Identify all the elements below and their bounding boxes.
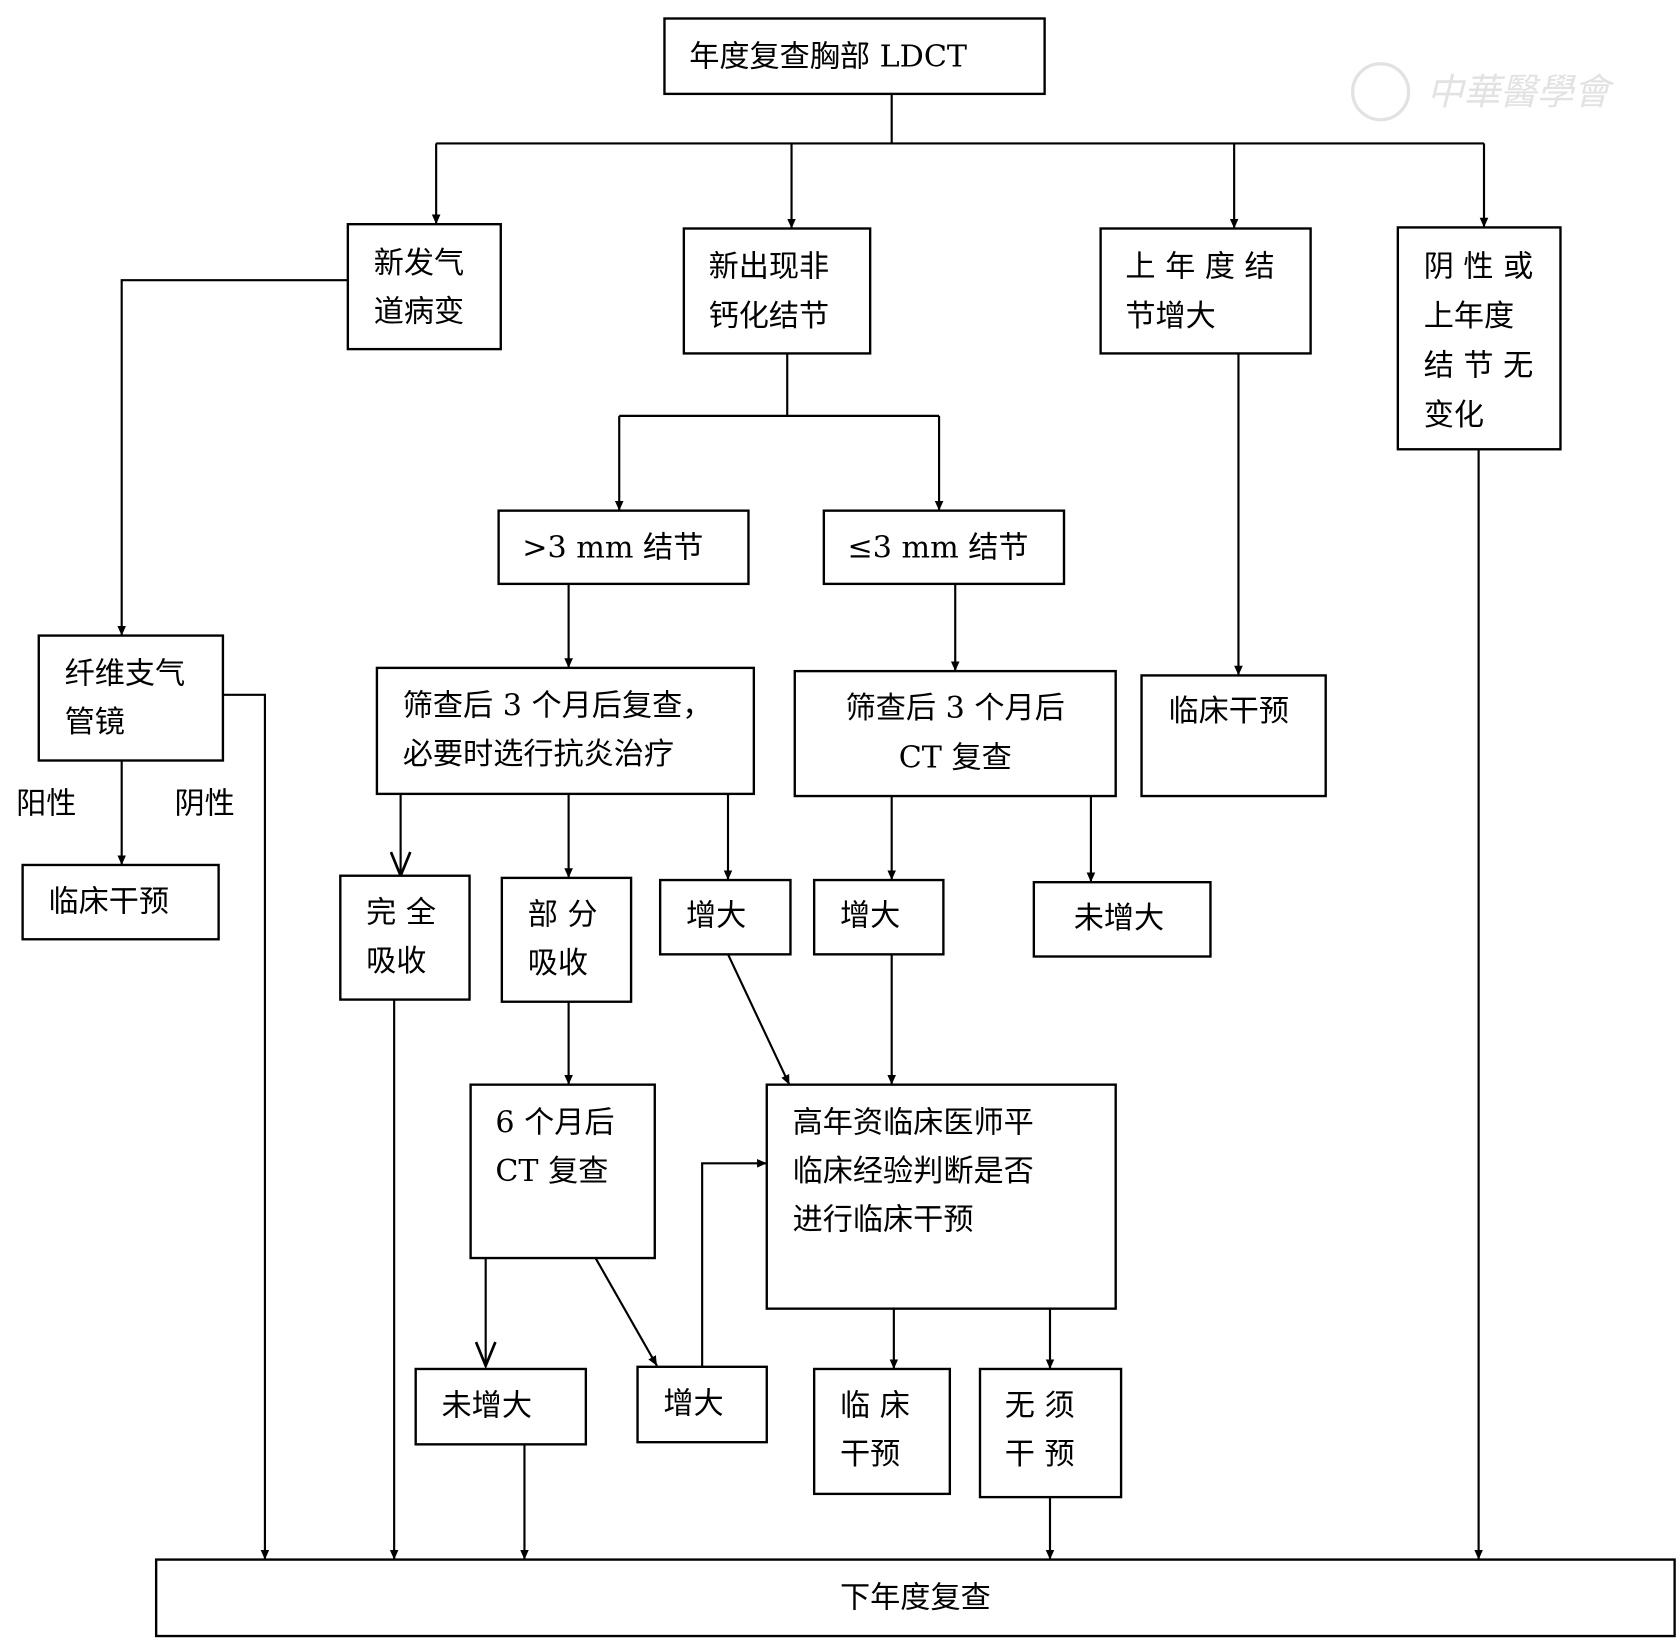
- node-clinical-final: 临 床 干预: [812, 1367, 952, 1496]
- node-bronchoscopy: 纤维支气 管镜: [37, 634, 225, 762]
- node-clinical-grown: 临床干预: [1140, 674, 1327, 798]
- node-label: 吸收: [366, 944, 426, 979]
- node-label: 干 预: [1005, 1437, 1075, 1472]
- node-label: 筛查后 3 个月后: [846, 691, 1065, 726]
- node-not-enlarged-b: 未增大: [414, 1367, 588, 1446]
- node-label: 无 须: [1005, 1389, 1075, 1424]
- node-label: 临床干预: [48, 885, 169, 920]
- node-label: 节增大: [1125, 299, 1215, 334]
- node-label: 必要时选行抗炎治疗: [403, 737, 674, 772]
- node-label: 结 节 无: [1424, 348, 1534, 383]
- connectors: [117, 93, 1489, 1560]
- node-label: 临床干预: [1168, 694, 1289, 729]
- node-start: 年度复查胸部 LDCT: [663, 17, 1046, 96]
- node-label: 阴 性 或: [1424, 249, 1534, 284]
- node-recheck-le3: 筛查后 3 个月后 CT 复查: [793, 669, 1117, 798]
- node-not-enlarged-a: 未增大: [1032, 881, 1212, 958]
- node-label: 道病变: [374, 295, 464, 330]
- node-new-nodule: 新出现非 钙化结节: [682, 227, 872, 355]
- node-enlarged-b: 增大: [812, 878, 945, 956]
- node-enlarged-a: 增大: [658, 878, 792, 956]
- node-label: 未增大: [442, 1389, 532, 1424]
- node-airway: 新发气 道病变: [346, 223, 502, 351]
- node-label: 未增大: [1074, 901, 1164, 936]
- node-label: 变化: [1424, 398, 1484, 433]
- node-label: 干预: [840, 1437, 900, 1472]
- node-label: 临床经验判断是否: [793, 1154, 1034, 1189]
- node-label: 新发气: [374, 246, 464, 281]
- node-label: 下年度复查: [840, 1580, 991, 1615]
- node-label: 筛查后 3 个月后复查，: [403, 689, 713, 724]
- node-label: 临 床: [840, 1389, 910, 1424]
- node-senior: 高年资临床医师平 临床经验判断是否 进行临床干预: [765, 1083, 1117, 1310]
- node-le3: ≤3 mm 结节: [822, 509, 1066, 586]
- node-label: CT 复查: [899, 740, 1012, 775]
- node-label: 上 年 度 结: [1125, 249, 1274, 284]
- node-negative: 阴 性 或 上年度 结 节 无 变化: [1396, 226, 1562, 451]
- node-full-absorb: 完 全 吸收: [339, 874, 471, 1001]
- node-label: 年度复查胸部 LDCT: [689, 39, 967, 74]
- watermark: 中華醫學會: [1351, 62, 1614, 122]
- node-label: 增大: [840, 899, 900, 934]
- node-enlarged-c: 增大: [636, 1365, 768, 1444]
- negative-label: 阴性: [174, 787, 234, 822]
- node-label: 完 全: [366, 896, 436, 931]
- node-label: 部 分: [528, 898, 598, 933]
- node-label: 上年度: [1424, 299, 1514, 334]
- node-label: CT 复查: [495, 1154, 608, 1189]
- society-seal-icon: [1351, 62, 1411, 122]
- node-label: >3 mm 结节: [522, 530, 703, 565]
- node-clinical-bronch: 临床干预: [21, 863, 220, 941]
- node-label: 吸收: [528, 946, 588, 981]
- node-gt3: >3 mm 结节: [497, 509, 750, 586]
- node-label: 增大: [663, 1387, 723, 1422]
- node-no-need: 无 须 干 预: [978, 1367, 1123, 1499]
- node-label: 高年资临床医师平: [793, 1106, 1034, 1141]
- node-label: 钙化结节: [709, 299, 830, 334]
- node-next-year: 下年度复查: [154, 1558, 1676, 1638]
- node-label: 6 个月后: [495, 1106, 614, 1141]
- node-label: 管镜: [65, 705, 125, 740]
- watermark-text: 中華醫學會: [1427, 70, 1614, 113]
- node-six-month: 6 个月后 CT 复查: [469, 1083, 656, 1260]
- node-label: 增大: [686, 899, 746, 934]
- node-label: 纤维支气: [65, 656, 186, 691]
- node-label: ≤3 mm 结节: [848, 530, 1029, 565]
- node-recheck-gt3: 筛查后 3 个月后复查， 必要时选行抗炎治疗: [375, 666, 756, 796]
- node-grown: 上 年 度 结 节增大: [1099, 227, 1312, 355]
- node-label: 进行临床干预: [793, 1202, 974, 1237]
- positive-label: 阳性: [16, 787, 76, 822]
- node-label: 新出现非: [709, 249, 830, 284]
- node-partial-absorb: 部 分 吸收: [500, 876, 633, 1003]
